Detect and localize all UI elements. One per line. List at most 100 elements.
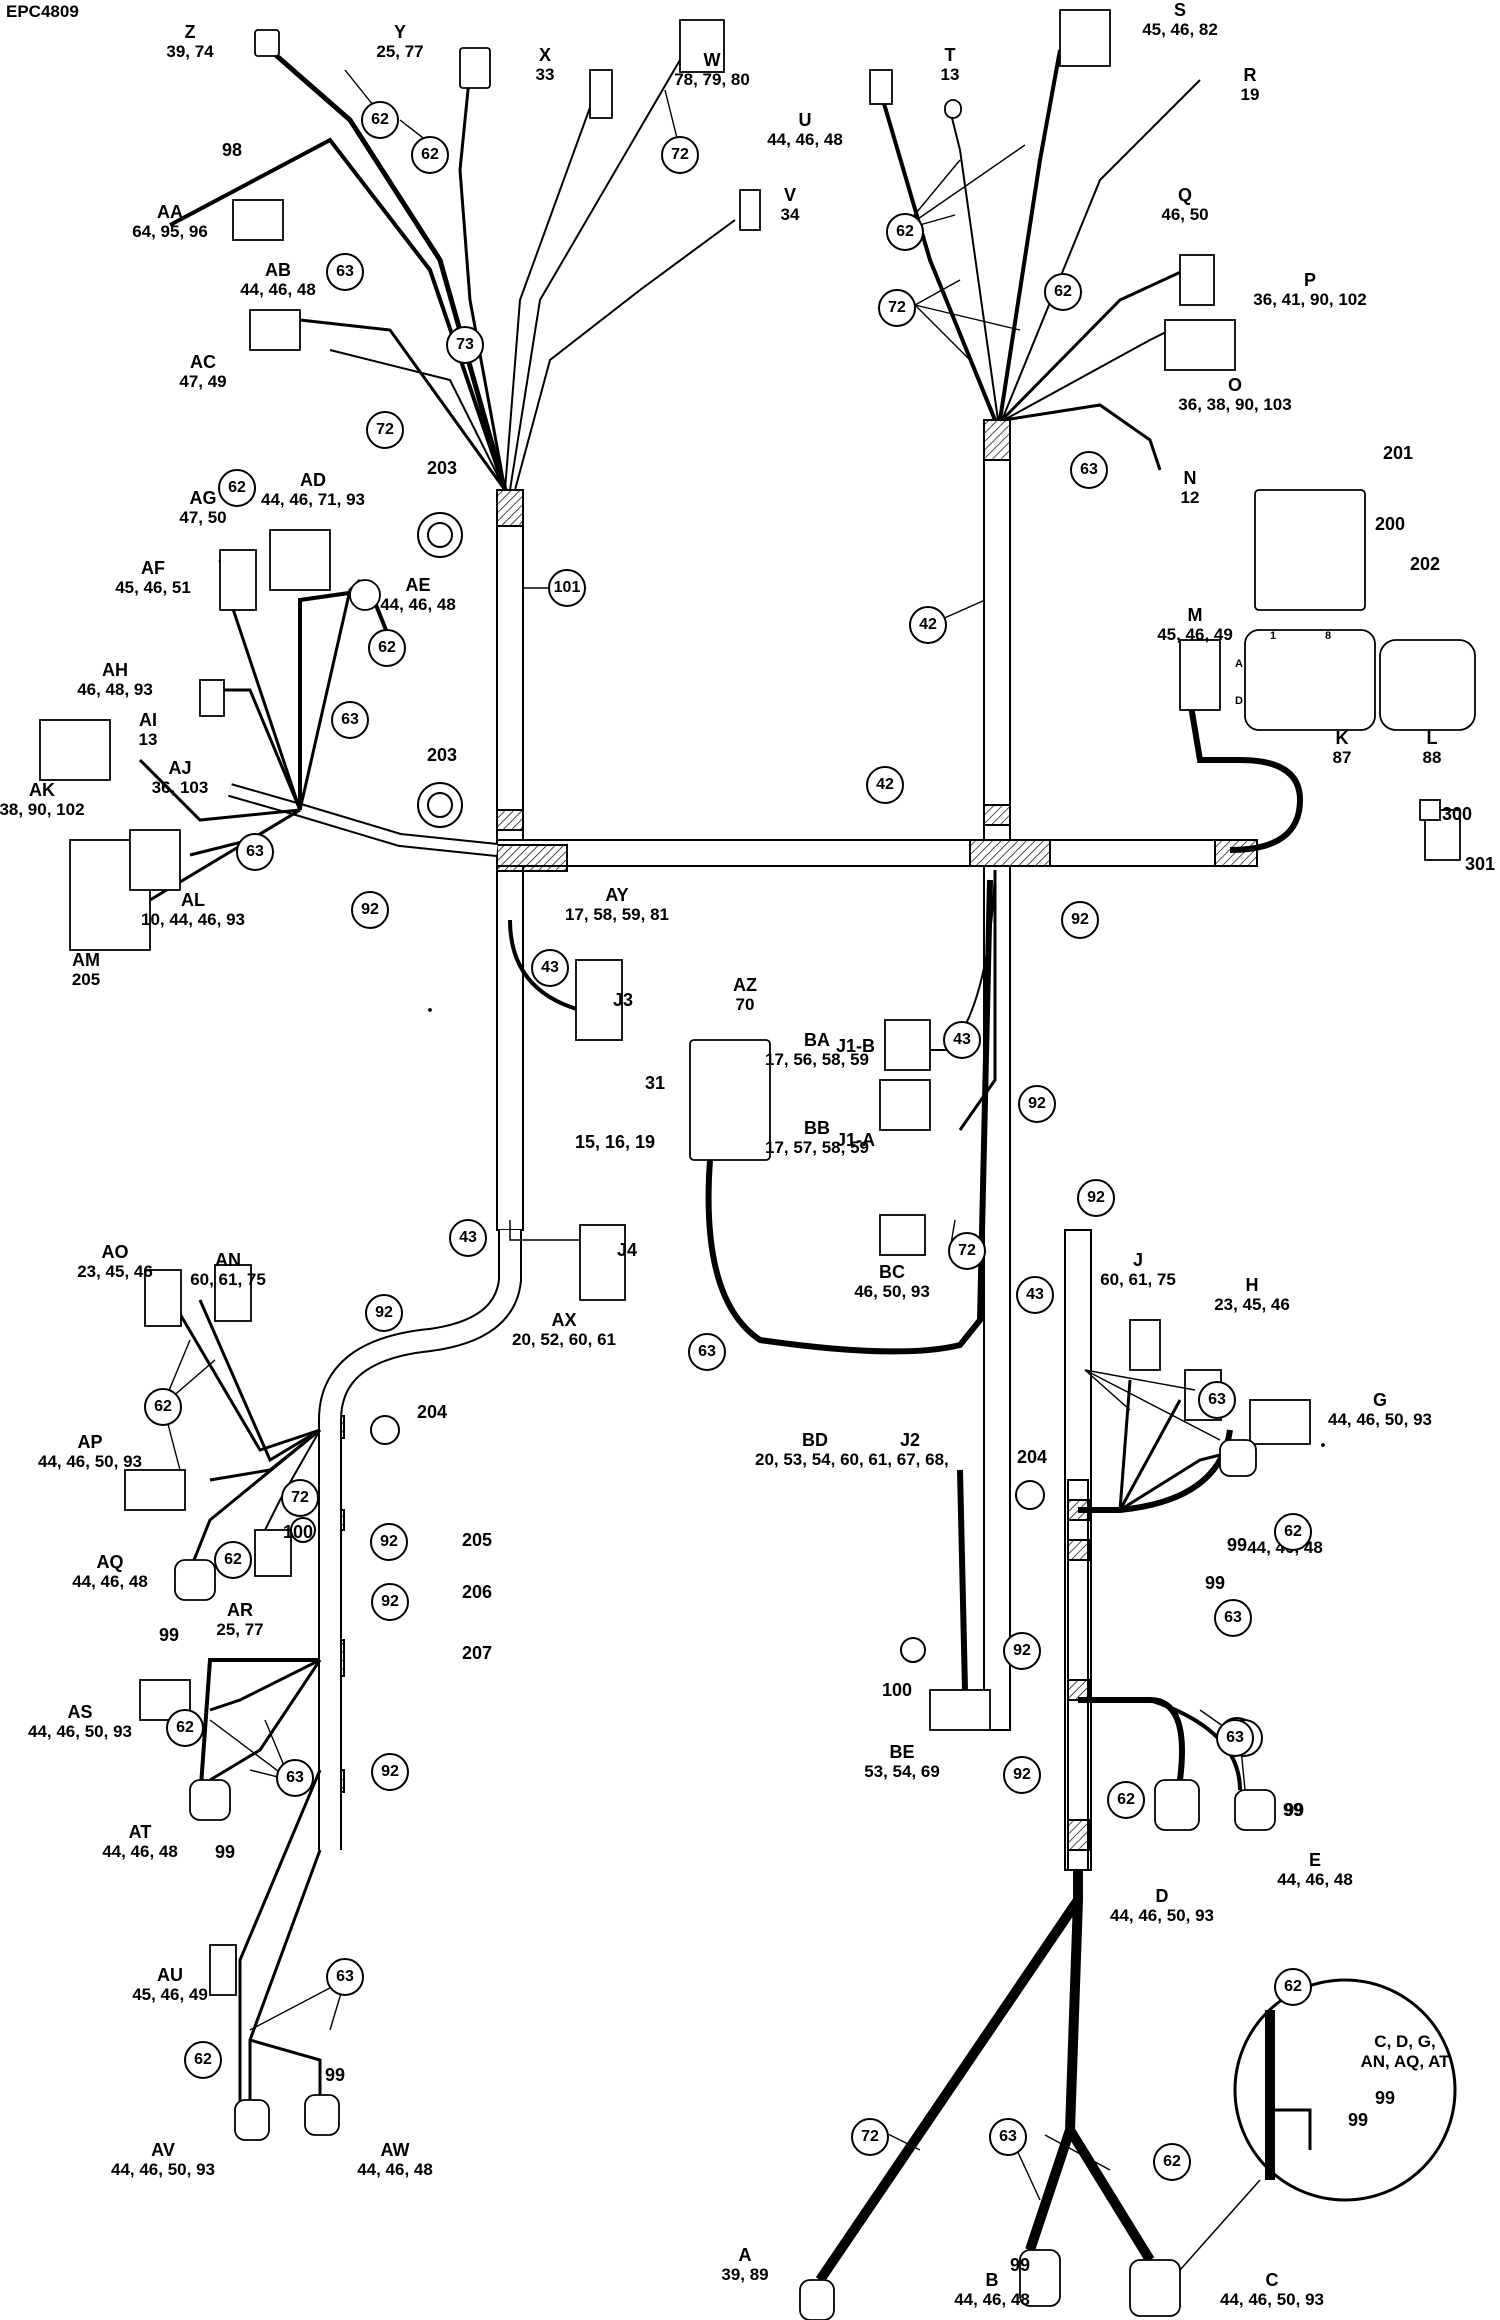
- callout-92: 92: [365, 1294, 403, 1332]
- connector-id: AB: [265, 260, 291, 280]
- callout-92: 92: [1003, 1632, 1041, 1670]
- connector-id: A: [738, 2245, 752, 2265]
- connector-id: BD: [802, 1430, 828, 1450]
- connector-parts: 44, 46, 48: [767, 130, 843, 149]
- connector-id: AG: [189, 488, 217, 508]
- callout-62: 62: [214, 1541, 252, 1579]
- connector-id: N: [1183, 468, 1197, 488]
- connector-parts: 78, 79, 80: [674, 70, 750, 89]
- part-301: 301: [1465, 854, 1496, 874]
- callout-63: 63: [276, 1759, 314, 1797]
- connector-id: G: [1372, 1390, 1387, 1410]
- connector-parts: 45, 46, 82: [1142, 20, 1218, 39]
- connector-parts: 46, 50, 93: [854, 1282, 930, 1301]
- connector-parts: 33: [535, 65, 555, 84]
- part-204-right: 204: [1017, 1447, 1048, 1467]
- connector-parts: 87: [1332, 748, 1352, 767]
- part-99-label: 99: [1284, 1800, 1305, 1820]
- callout-62: 62: [361, 101, 399, 139]
- connector-parts: 45, 46, 49: [1157, 625, 1233, 644]
- part-200: 200: [1375, 514, 1406, 534]
- pin-a: A: [1235, 658, 1243, 670]
- callout-62: 62: [1153, 2143, 1191, 2181]
- callout-62: 62: [1274, 1513, 1312, 1551]
- jack-j3-label: J3: [613, 990, 634, 1010]
- detail-part: 99: [1375, 2088, 1396, 2108]
- connector-id: L: [1426, 728, 1438, 748]
- callout-62: 62: [1044, 273, 1082, 311]
- callout-62: 62: [184, 2041, 222, 2079]
- connector-id: AL: [181, 890, 205, 910]
- connector-id: S: [1173, 0, 1186, 20]
- callout-43: 43: [449, 1219, 487, 1257]
- callout-92: 92: [351, 891, 389, 929]
- connector-parts: 46, 48, 93: [77, 680, 153, 699]
- connector-parts: 44, 46, 50, 93: [28, 1722, 132, 1741]
- connector-parts: 39, 74: [166, 42, 214, 61]
- callout-62: 62: [1107, 1781, 1145, 1819]
- connector-parts: 25, 77: [376, 42, 424, 61]
- part-99-label: 99: [159, 1625, 180, 1645]
- callout-63: 63: [326, 1958, 364, 1996]
- connector-parts: 23, 45, 46: [77, 1262, 153, 1281]
- callout-43: 43: [531, 949, 569, 987]
- jack-j1b-label: J1-B: [836, 1036, 876, 1056]
- connector-id: AP: [77, 1432, 103, 1452]
- callout-63: 63: [1070, 451, 1108, 489]
- connector-parts: 12: [1180, 488, 1200, 507]
- connector-parts: 64, 95, 96: [132, 222, 208, 241]
- callout-72: 72: [366, 411, 404, 449]
- callout-62: 62: [886, 213, 924, 251]
- connector-parts: 47, 49: [179, 372, 227, 391]
- callout-92: 92: [371, 1583, 409, 1621]
- connector-id: W: [703, 50, 721, 70]
- connector-parts: 10, 44, 46, 93: [141, 910, 245, 929]
- connector-id: AJ: [168, 758, 192, 778]
- callout-92: 92: [1077, 1179, 1115, 1217]
- part-15-16-19: 15, 16, 19: [575, 1132, 656, 1152]
- callout-43: 43: [1016, 1276, 1054, 1314]
- connector-id: AH: [102, 660, 128, 680]
- part-100-right: 100: [882, 1680, 913, 1700]
- part-99-label: 99: [1348, 2110, 1369, 2130]
- callout-43: 43: [943, 1021, 981, 1059]
- connector-parts: 17, 56, 58, 59: [765, 1050, 869, 1069]
- connector-id: Q: [1177, 185, 1192, 205]
- connector-id: B: [985, 2270, 999, 2290]
- connector-id: M: [1187, 605, 1203, 625]
- connector-id: AS: [67, 1702, 93, 1722]
- connector-id: BB: [804, 1118, 830, 1138]
- part-31: 31: [645, 1073, 666, 1093]
- callout-62: 62: [411, 136, 449, 174]
- connector-id: AA: [157, 202, 183, 222]
- callout-63: 63: [989, 2118, 1027, 2156]
- callout-92: 92: [1018, 1085, 1056, 1123]
- part-99-label: 99: [1010, 2255, 1031, 2275]
- callout-63: 63: [688, 1333, 726, 1371]
- connector-id: AE: [405, 575, 431, 595]
- connector-parts: 53, 54, 69: [864, 1762, 940, 1781]
- connector-id: K: [1335, 728, 1349, 748]
